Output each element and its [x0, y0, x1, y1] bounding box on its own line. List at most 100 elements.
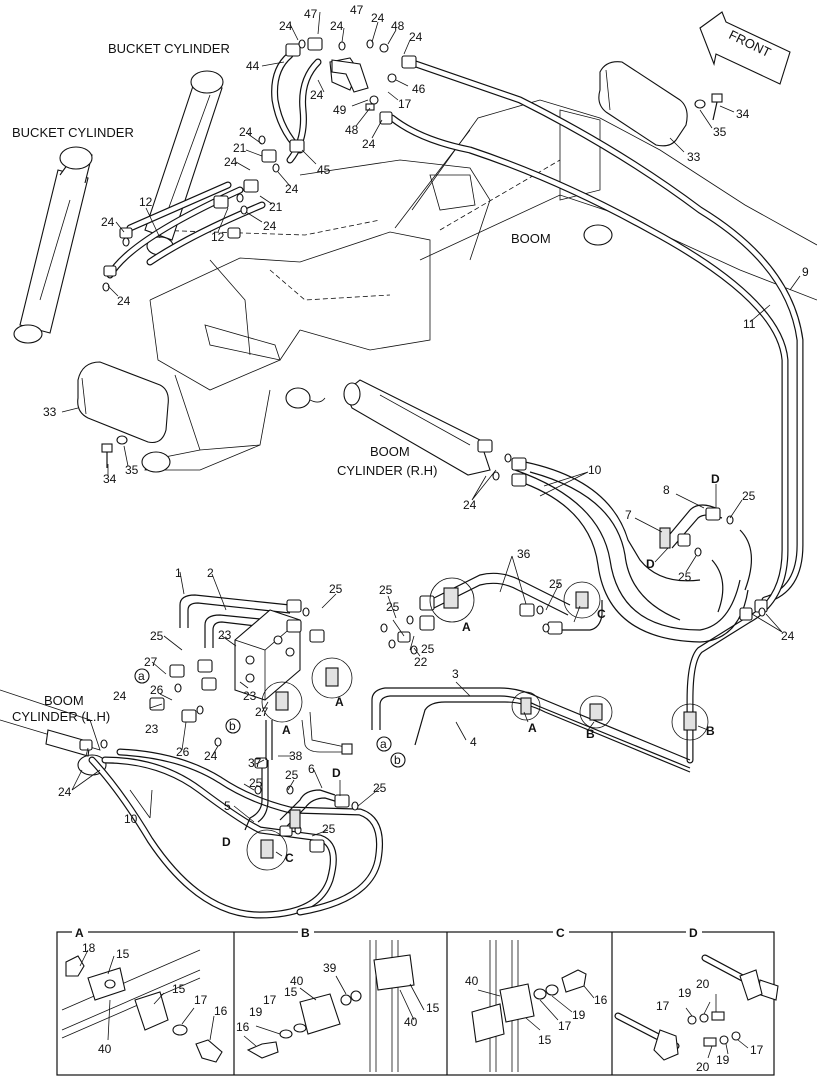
callout: 5 — [224, 799, 231, 813]
bolt-34-upper — [694, 93, 723, 121]
detail-b-label: 39 — [323, 961, 337, 975]
detail-c-title: C — [556, 926, 565, 940]
callout: 49 — [333, 103, 347, 117]
callout: 10 — [588, 463, 602, 477]
caption-bucket-cylinder-left: BUCKET CYLINDER — [12, 125, 134, 140]
detail-c-label: 17 — [558, 1019, 572, 1033]
callout: 3 — [452, 667, 459, 681]
detail-b-title: B — [301, 926, 310, 940]
callout: 24 — [117, 294, 131, 308]
detail-d-label: 19 — [678, 986, 692, 1000]
callout: 47 — [304, 7, 318, 21]
callout: 24 — [279, 19, 293, 33]
callout: 2 — [207, 566, 214, 580]
caption-boom: BOOM — [511, 231, 551, 246]
callout: 25 — [742, 489, 756, 503]
callout: 24 — [371, 11, 385, 25]
callout: 36 — [517, 547, 531, 561]
detail-a-label: 18 — [82, 941, 96, 955]
marker-b-left: b — [229, 719, 236, 733]
callout: 47 — [350, 3, 364, 17]
callout: 25 — [373, 781, 387, 795]
bolt-34-lower — [101, 435, 128, 468]
callout: 27 — [255, 705, 269, 719]
caption-boom-cyl-lh-2: CYLINDER (L.H) — [12, 709, 110, 724]
callout: 48 — [391, 19, 405, 33]
callout: 25 — [285, 768, 299, 782]
boom-cylinder-rh — [343, 379, 491, 476]
callout: 24 — [263, 219, 277, 233]
callout: 26 — [176, 745, 190, 759]
callout: 25 — [379, 583, 393, 597]
detail-b-label: 40 — [404, 1015, 418, 1029]
detail-d: D — [614, 926, 779, 1061]
callout: 7 — [625, 508, 632, 522]
callout: 26 — [150, 683, 164, 697]
cover-plate-lower — [77, 361, 169, 444]
detail-b-label: 16 — [236, 1020, 250, 1034]
callout: 44 — [246, 59, 260, 73]
detail-a-title: A — [75, 926, 84, 940]
detail-a-label: 15 — [172, 982, 186, 996]
detail-panels — [56, 931, 775, 1076]
callout: 23 — [145, 722, 159, 736]
callout: 25 — [249, 776, 263, 790]
callout: C — [597, 607, 606, 621]
callout: B — [586, 727, 595, 741]
callout: 24 — [239, 125, 253, 139]
callout: 23 — [243, 689, 257, 703]
detail-c-label: 16 — [594, 993, 608, 1007]
callout: 24 — [409, 30, 423, 44]
callout: D — [646, 557, 655, 571]
callout: 22 — [414, 655, 428, 669]
detail-a-label: 15 — [116, 947, 130, 961]
callout: 23 — [218, 628, 232, 642]
detail-b-label: 17 — [263, 993, 277, 1007]
callout: 33 — [43, 405, 57, 419]
detail-c-label: 15 — [538, 1033, 552, 1047]
detail-b-label: 40 — [290, 974, 304, 988]
callout: B — [706, 724, 715, 738]
boom-structure — [141, 99, 817, 473]
callout: 24 — [113, 689, 127, 703]
callout: 24 — [330, 19, 344, 33]
callout: 9 — [802, 265, 809, 279]
callout: 25 — [421, 642, 435, 656]
detail-b-label: 15 — [426, 1001, 440, 1015]
callout: 12 — [139, 195, 153, 209]
detail-d-label: 20 — [696, 977, 710, 991]
tubes-7-8-10-right — [514, 461, 753, 643]
caption-boom-cyl-rh-2: CYLINDER (R.H) — [337, 463, 437, 478]
detail-a-label: 40 — [98, 1042, 112, 1056]
callout: 24 — [224, 155, 238, 169]
callout: 4 — [470, 735, 477, 749]
callout: 21 — [233, 141, 247, 155]
callout: 37 — [248, 756, 262, 770]
callout: 24 — [310, 88, 324, 102]
callout: 24 — [58, 785, 72, 799]
callout: 21 — [269, 200, 283, 214]
plug-37-38 — [265, 711, 353, 760]
callout: 10 — [124, 812, 138, 826]
callout: 33 — [687, 150, 701, 164]
callout: 1 — [175, 566, 182, 580]
detail-d-label: 20 — [696, 1060, 710, 1074]
callout: 24 — [781, 629, 795, 643]
callout: 12 — [211, 230, 225, 244]
callout: 25 — [549, 577, 563, 591]
callout: 35 — [125, 463, 139, 477]
detail-b-label: 19 — [249, 1005, 263, 1019]
callout: 35 — [713, 125, 727, 139]
clamp-markers — [246, 527, 709, 871]
detail-a: A — [61, 926, 223, 1063]
front-arrow-icon: FRONT — [699, 11, 791, 85]
tubes-1-2-36 — [179, 572, 603, 648]
callout: 24 — [101, 215, 115, 229]
callout: A — [528, 721, 537, 735]
detail-d-label: 19 — [716, 1053, 730, 1067]
callout: 34 — [103, 472, 117, 486]
detail-c-label: 40 — [465, 974, 479, 988]
callout: 8 — [663, 483, 670, 497]
